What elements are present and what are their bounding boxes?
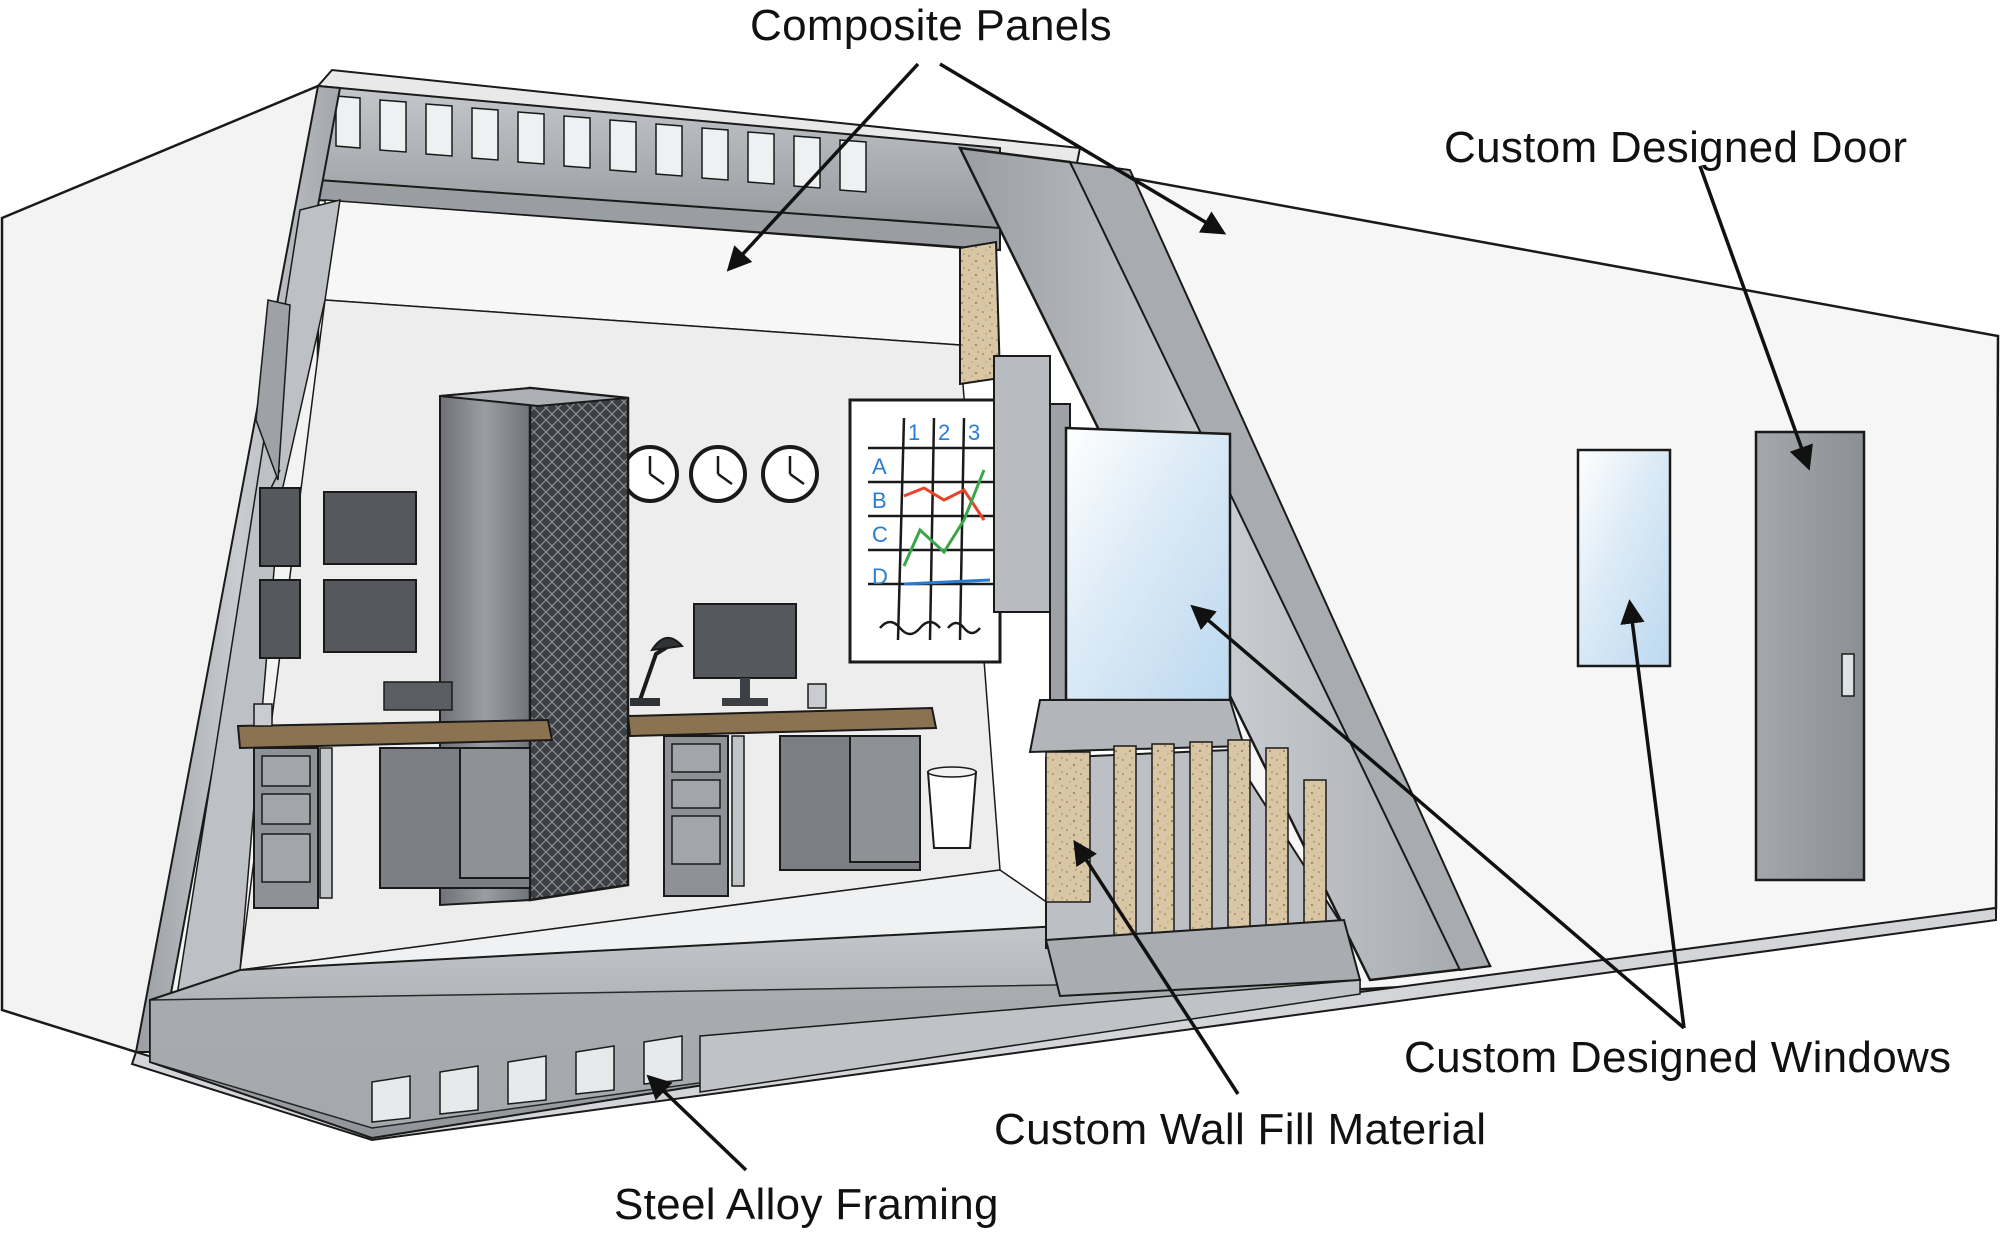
label-composite-panels: Composite Panels [750,1,1112,50]
wastebasket [926,766,978,849]
clock-icon [621,445,679,503]
clock-icon [761,445,819,503]
arrow-wall-fill [1073,839,1240,1095]
whiteboard-row-label: A [872,454,887,479]
label-custom-designed-door: Custom Designed Door [1444,123,1908,172]
callout-arrows [646,62,1813,1172]
arrow-steel-framing [646,1074,748,1172]
arrow-composite-panels-left [726,62,920,272]
wall-cutaway [957,146,1492,998]
wall-clocks [621,445,819,503]
label-custom-designed-windows: Custom Designed Windows [1404,1033,1952,1082]
arrow-windows-left [1190,604,1686,1030]
whiteboard-col-label: 3 [968,420,980,445]
wall-monitors [259,487,417,659]
exterior-window [1576,448,1672,668]
whiteboard-col-label: 2 [938,420,950,445]
cutaway-window [1028,426,1246,754]
whiteboard-row-label: B [872,488,887,513]
desk-right [626,603,938,897]
whiteboard-col-label: 1 [908,420,920,445]
label-steel-alloy-framing: Steel Alloy Framing [614,1180,999,1229]
whiteboard-row-label: D [872,564,888,589]
label-custom-wall-fill-material: Custom Wall Fill Material [994,1105,1487,1154]
custom-door [1754,430,1866,882]
arrow-composite-panels-right [939,62,1227,235]
whiteboard-row-label: C [872,522,888,547]
roof-framing [317,84,1001,252]
whiteboard: 1 2 3 A B C D [848,398,1002,664]
clock-icon [689,445,747,503]
arrow-windows-right [1620,599,1686,1029]
arrow-door [1698,165,1813,471]
left-wall-section [134,84,342,1053]
desk-left [236,681,554,909]
